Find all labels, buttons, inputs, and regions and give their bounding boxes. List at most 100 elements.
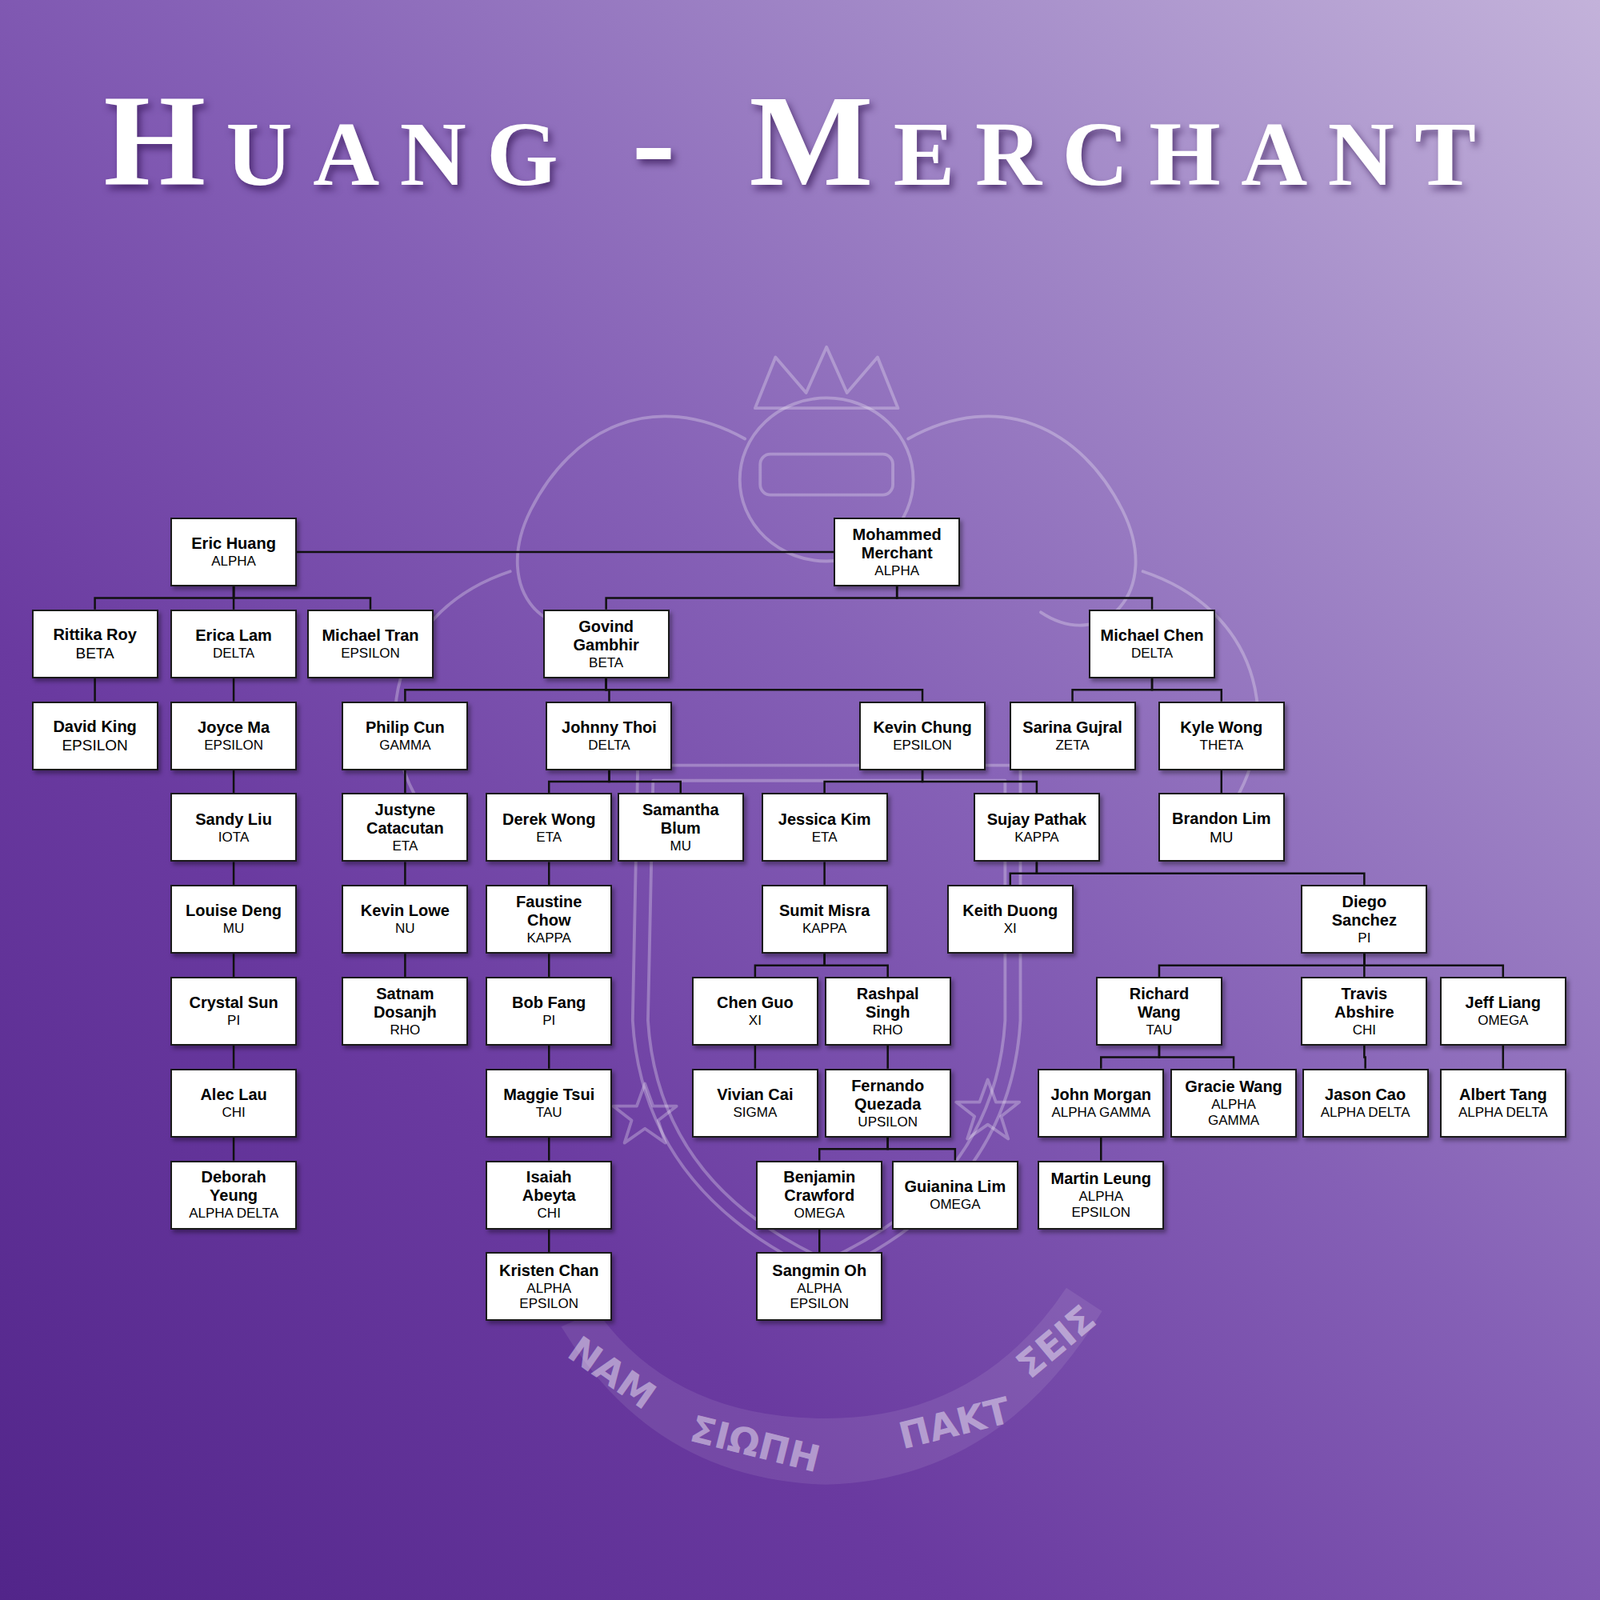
chapter-name: BETA — [76, 644, 115, 663]
chapter-name: PI — [227, 1012, 240, 1029]
member-box: Michael ChenDELTA — [1088, 609, 1216, 679]
chapter-name: ALPHA DELTA — [1458, 1104, 1548, 1121]
member-box: Diego SanchezPI — [1300, 884, 1428, 954]
chapter-name: DELTA — [212, 645, 255, 662]
lineage-connector — [922, 770, 1037, 794]
member-name: Sumit Misra — [779, 901, 870, 920]
chapter-name: ALPHA EPSILON — [1060, 1188, 1141, 1220]
member-box: Sarina GujralZETA — [1009, 701, 1136, 771]
member-name: Samantha Blum — [633, 800, 728, 838]
member-box: Justyne CatacutanETA — [341, 792, 468, 862]
chapter-name: TAU — [536, 1104, 563, 1121]
lineage-connector — [896, 586, 1152, 610]
lineage-connector — [548, 953, 551, 977]
member-name: Sandy Liu — [195, 810, 272, 829]
chapter-name: OMEGA — [929, 1196, 980, 1213]
member-name: Sangmin Oh — [772, 1261, 867, 1280]
member-box: Mohammed MerchantALPHA — [833, 517, 960, 587]
member-box: Jessica KimETA — [761, 792, 888, 862]
member-box: Fernando QuezadaUPSILON — [824, 1068, 952, 1138]
chapter-name: KAPPA — [802, 920, 847, 937]
member-name: Satnam Dosanjh — [357, 984, 452, 1022]
member-box: Sujay PathakKAPPA — [973, 792, 1100, 862]
member-box: Martin LeungALPHA EPSILON — [1037, 1160, 1164, 1230]
chapter-name: ETA — [536, 829, 562, 846]
member-name: Johnny Thoi — [561, 718, 657, 737]
member-box: Sumit MisraKAPPA — [761, 884, 888, 954]
member-name: Fernando Quezada — [840, 1076, 936, 1114]
lineage-connector — [232, 770, 236, 794]
member-box: Rittika RoyBETA — [32, 609, 159, 679]
lineage-connector — [1036, 861, 1364, 885]
lineage-connector — [404, 861, 407, 885]
chapter-name: ALPHA GAMMA — [1051, 1104, 1151, 1121]
member-name: Sujay Pathak — [987, 810, 1088, 829]
member-box: Maggie TsuiTAU — [485, 1068, 612, 1138]
lineage-connector — [232, 678, 236, 702]
lineage-connector — [1010, 861, 1037, 885]
chapter-name: CHI — [221, 1104, 245, 1121]
chapter-name: THETA — [1200, 737, 1244, 754]
member-box: Louise DengMU — [170, 884, 297, 954]
crest-star — [613, 1084, 677, 1144]
member-name: Alec Lau — [200, 1085, 267, 1104]
member-box: Chen GuoXI — [692, 976, 819, 1046]
member-name: Deborah Yeung — [186, 1168, 281, 1205]
member-box: Govind GambhirBETA — [543, 609, 670, 679]
lineage-connector — [548, 861, 551, 885]
member-box: Jason CaoALPHA DELTA — [1302, 1068, 1429, 1138]
lineage-connector — [548, 1229, 551, 1253]
chapter-name: KAPPA — [527, 930, 572, 947]
member-box: Travis AbshireCHI — [1300, 976, 1428, 1046]
member-box: Michael TranEPSILON — [307, 609, 434, 679]
chapter-name: OMEGA — [1477, 1012, 1528, 1029]
lineage-connector — [232, 1045, 236, 1069]
chapter-name: PI — [1357, 930, 1371, 947]
member-box: Vivian CaiSIGMA — [692, 1068, 819, 1138]
member-name: Brandon Lim — [1172, 809, 1271, 828]
lineage-connector — [824, 953, 888, 977]
member-name: Bob Fang — [512, 993, 586, 1012]
lineage-connector — [1072, 678, 1153, 702]
member-name: Louise Deng — [185, 901, 282, 920]
chapter-name: GAMMA — [379, 737, 431, 754]
lineage-connector — [886, 1045, 889, 1069]
member-name: Rashpal Singh — [840, 984, 936, 1022]
member-name: Isaiah Abeyta — [501, 1168, 596, 1205]
lineage-connector — [608, 770, 680, 794]
member-name: Faustine Chow — [501, 892, 596, 930]
chapter-name: NU — [395, 920, 416, 937]
member-box: Johnny ThoiDELTA — [545, 701, 672, 771]
member-box: Sandy LiuIOTA — [170, 792, 297, 862]
chapter-name: CHI — [537, 1205, 561, 1222]
member-box: Bob FangPI — [485, 976, 612, 1046]
lineage-connector — [755, 953, 825, 977]
chapter-name: KAPPA — [1014, 829, 1059, 846]
lineage-connector — [1152, 678, 1222, 702]
member-box: David KingEPSILON — [32, 701, 159, 771]
chapter-name: CHI — [1352, 1022, 1376, 1039]
lineage-connector — [404, 770, 407, 794]
chapter-name: OMEGA — [794, 1205, 845, 1222]
member-box: Faustine ChowKAPPA — [485, 884, 612, 954]
member-box: Crystal SunPI — [170, 976, 297, 1046]
lineage-connector — [1100, 1137, 1103, 1161]
member-name: Mohammed Merchant — [849, 525, 944, 563]
member-box: Isaiah AbeytaCHI — [485, 1160, 612, 1230]
chapter-name: ALPHA — [874, 563, 920, 580]
chapter-name: ZETA — [1055, 737, 1089, 754]
chapter-name: ETA — [392, 838, 418, 855]
member-name: David King — [52, 717, 136, 736]
chapter-name: TAU — [1146, 1022, 1173, 1039]
member-name: Kevin Lowe — [360, 901, 450, 920]
chapter-name: DELTA — [1131, 645, 1173, 662]
chapter-name: ALPHA EPSILON — [508, 1280, 589, 1312]
member-name: Erica Lam — [195, 626, 272, 645]
crest-mantling — [1143, 571, 1259, 816]
member-name: Travis Abshire — [1316, 984, 1412, 1022]
chapter-name: EPSILON — [340, 645, 400, 662]
lineage-connector — [1159, 953, 1364, 977]
member-name: Diego Sanchez — [1316, 892, 1412, 930]
member-box: Erica LamDELTA — [170, 609, 297, 679]
